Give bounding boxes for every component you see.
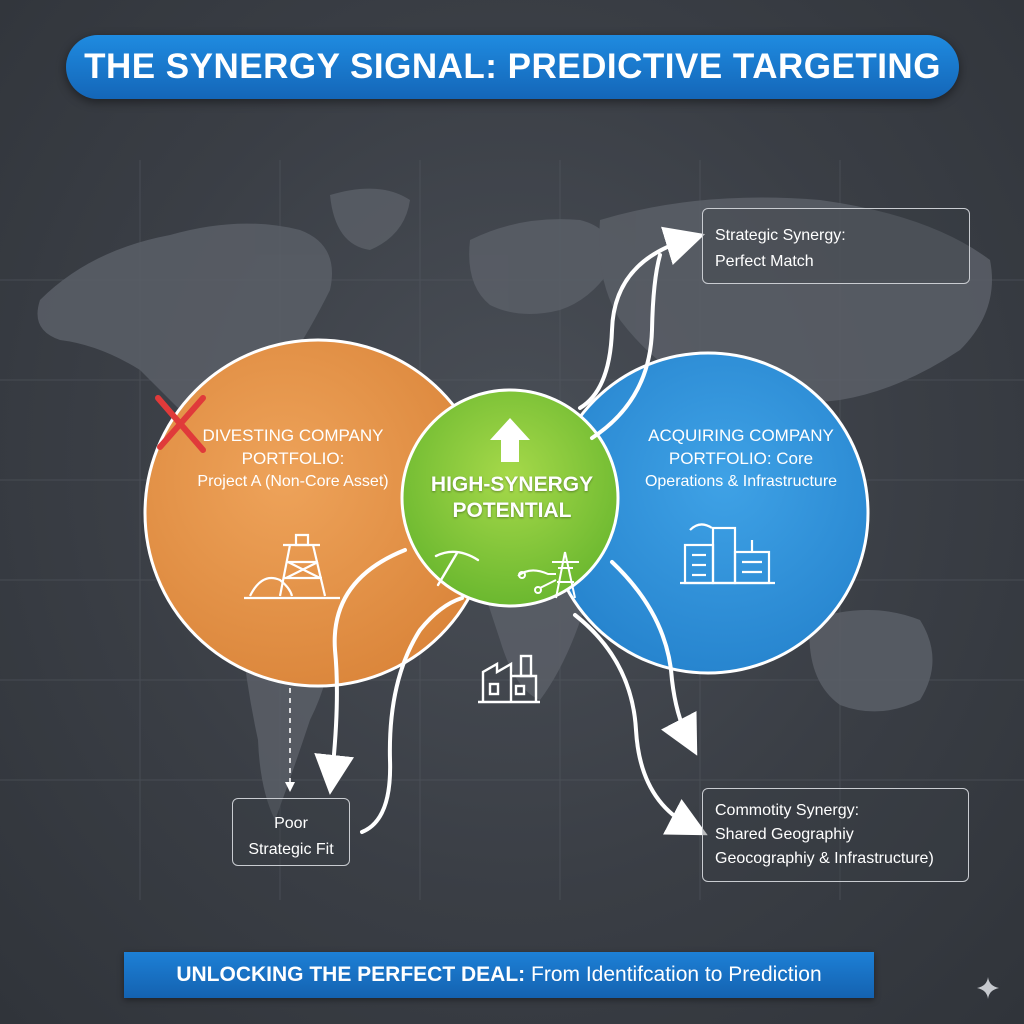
high-synergy-label: HIGH-SYNERGY POTENTIAL [400,472,624,525]
arrow-second-to-strategic [590,253,662,440]
title-banner: THE SYNERGY SIGNAL: PREDICTIVE TARGETING [66,35,959,99]
footer-strong-text: UNLOCKING THE PERFECT DEAL: [176,963,526,986]
sparkle-icon [977,977,999,999]
divesting-label: DIVESTING COMPANY PORTFOLIO: Project A (… [168,425,418,492]
poor-fit-callout: Poor Strategic Fit [232,798,350,866]
divesting-heading-line1: DIVESTING COMPANY [202,426,384,445]
arrow-back-from-poor-fit [360,596,464,834]
acquiring-detail: Operations & Infrastructure [644,472,838,490]
arrow-to-commodity-synergy [573,613,708,836]
strategic-callout-line2: Perfect Match [715,252,814,270]
footer-banner: UNLOCKING THE PERFECT DEAL: From Identif… [124,952,874,998]
commodity-synergy-callout: Commotity Synergy: Shared Geographiy Geo… [702,788,969,882]
footer-rest-text: From Identifcation to Prediction [525,963,822,986]
dashed-connector [285,688,295,792]
commodity-callout-line3: Geocographiy & Infrastructure) [715,850,934,867]
up-arrow-icon [490,418,530,462]
mining-rig-icon [244,533,340,600]
arrow-to-strategic-synergy [578,226,706,410]
acquiring-label: ACQUIRING COMPANY PORTFOLIO: Core Operat… [616,425,866,492]
arrow-down-right [610,560,698,756]
pickaxe-icon [434,550,480,587]
flow-arrows [314,226,708,836]
commodity-callout-line1: Commotity Synergy: [715,802,860,819]
factory-icon [478,654,540,704]
commodity-callout-line2: Shared Geographiy [715,826,854,843]
x-mark-icon [155,395,206,453]
power-tower-icon [517,551,579,599]
high-synergy-line2: POTENTIAL [452,499,572,523]
divesting-heading-line2: PORTFOLIO: [241,448,345,468]
poor-fit-line2: Strategic Fit [248,840,334,858]
industrial-plant-icon [680,523,775,585]
divesting-detail: Project A (Non-Core Asset) [197,472,389,490]
strategic-callout-line1: Strategic Synergy: [715,227,846,244]
high-synergy-line1: HIGH-SYNERGY [430,473,594,496]
acquiring-heading-line1: ACQUIRING COMPANY [648,426,834,445]
acquiring-heading-line2: PORTFOLIO: Core [668,448,814,468]
strategic-synergy-callout: Strategic Synergy: Perfect Match [702,208,970,284]
arrow-to-poor-fit [314,548,407,795]
poor-fit-line1: Poor [274,815,308,832]
